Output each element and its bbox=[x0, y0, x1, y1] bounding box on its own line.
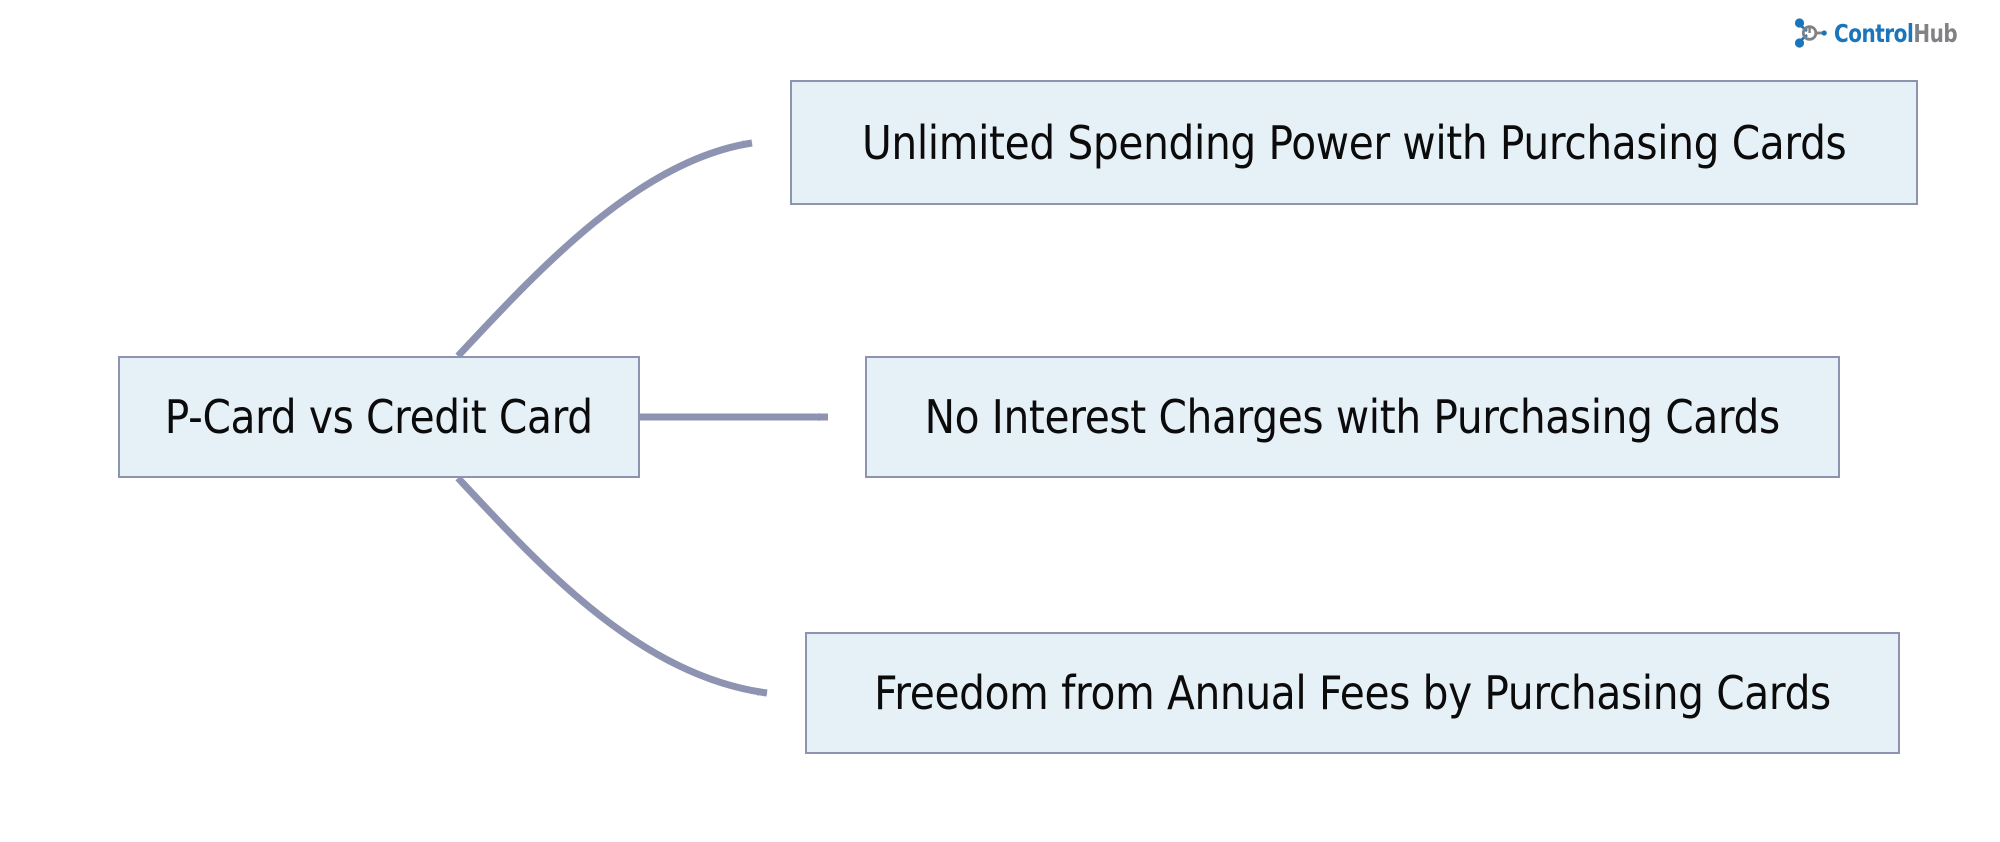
brand-logo[interactable]: ControlHub bbox=[1793, 14, 1988, 52]
brand-wordmark: ControlHub bbox=[1834, 18, 1958, 48]
node-label: P-Card vs Credit Card bbox=[165, 390, 593, 444]
node-no-interest-charges[interactable]: No Interest Charges with Purchasing Card… bbox=[865, 356, 1840, 478]
edge-to-unlimited-spending-power bbox=[455, 139, 753, 359]
node-unlimited-spending-power[interactable]: Unlimited Spending Power with Purchasing… bbox=[790, 80, 1918, 205]
brand-name-primary: Control bbox=[1834, 18, 1914, 48]
brand-name-secondary: Hub bbox=[1913, 18, 1958, 48]
node-freedom-from-annual-fees[interactable]: Freedom from Annual Fees by Purchasing C… bbox=[805, 632, 1900, 754]
node-label: Unlimited Spending Power with Purchasing… bbox=[861, 115, 1847, 170]
node-p-card-vs-credit-card[interactable]: P-Card vs Credit Card bbox=[118, 356, 640, 478]
edge-to-freedom-from-annual-fees bbox=[455, 475, 768, 697]
molecule-network-icon bbox=[1794, 18, 1827, 48]
node-label: No Interest Charges with Purchasing Card… bbox=[924, 390, 1781, 444]
node-label: Freedom from Annual Fees by Purchasing C… bbox=[874, 666, 1831, 720]
